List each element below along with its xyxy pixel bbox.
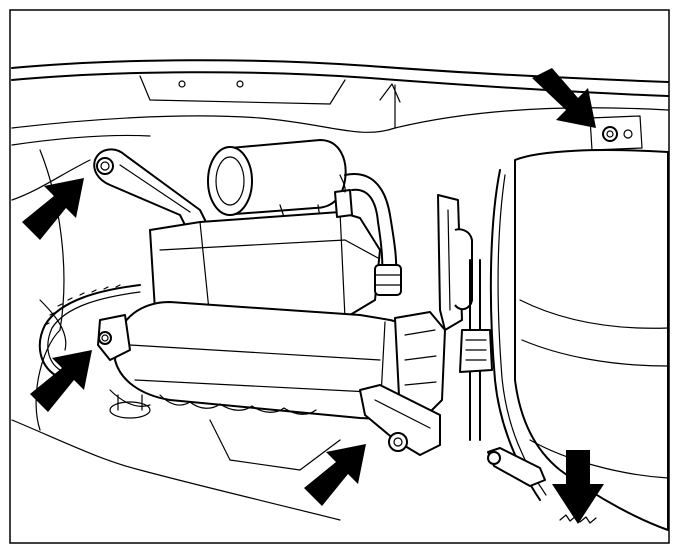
- arrow-upper-left: [22, 178, 84, 240]
- bolt-top-right: [602, 126, 633, 142]
- arrow-icon: [22, 178, 84, 240]
- bolt-icon: [388, 432, 408, 452]
- main-housing: [149, 174, 381, 321]
- wiring-harness: [38, 284, 141, 376]
- arrow-icon: [552, 450, 604, 524]
- canister-top-cylinder: [207, 139, 347, 221]
- arrow-icon: [30, 350, 92, 412]
- arrow-bottom-right: [552, 450, 604, 524]
- bolt-icon: [96, 157, 114, 175]
- bolt-icon: [602, 126, 618, 142]
- bolt-icon: [98, 331, 112, 345]
- lower-housing: [114, 301, 446, 421]
- vent-hose: [344, 173, 402, 296]
- floor-details: [109, 394, 341, 471]
- arrow-icon: [532, 68, 596, 128]
- center-bracket: [437, 194, 493, 441]
- arrow-bottom-center: [304, 444, 366, 506]
- mounting-bracket-lower-left: [97, 314, 131, 361]
- mounting-bracket-bottom: [359, 384, 441, 456]
- arrow-top-right: [532, 68, 596, 128]
- right-housing: [489, 149, 669, 531]
- arrow-lower-left: [30, 350, 92, 412]
- arrow-icon: [304, 444, 366, 506]
